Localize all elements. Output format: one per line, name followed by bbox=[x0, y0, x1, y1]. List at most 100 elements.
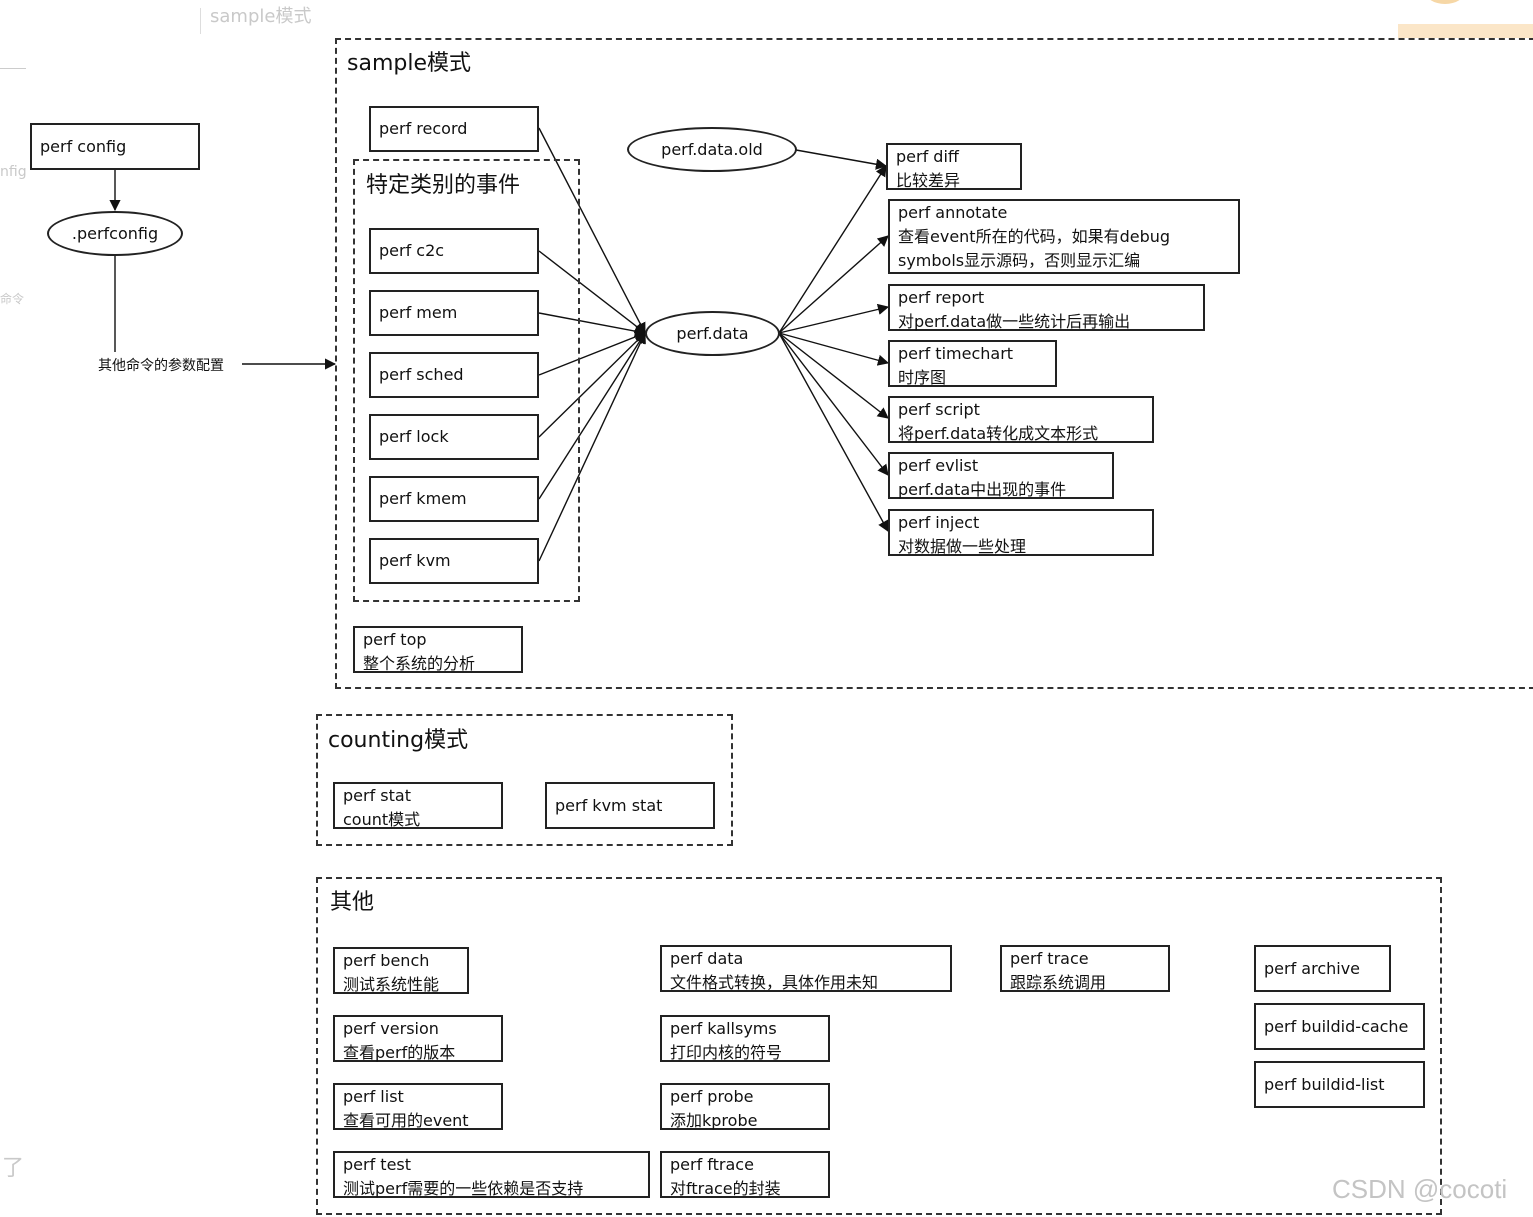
edge-data-to-evlist bbox=[778, 332, 889, 476]
background-text-fragment: sample模式 bbox=[210, 6, 312, 27]
perf-c2c-box: perf c2c bbox=[369, 228, 539, 274]
background-line bbox=[0, 68, 26, 69]
perf-probe-desc: 添加kprobe bbox=[670, 1111, 758, 1130]
perf-stat-desc: count模式 bbox=[343, 810, 421, 829]
perf-diff-desc: 比较差异 bbox=[896, 171, 961, 190]
perf-record-box: perf record bbox=[369, 106, 539, 152]
edge-c2c-to-data bbox=[538, 250, 646, 334]
specific-events-title: 特定类别的事件 bbox=[366, 173, 521, 198]
perf-kallsyms-desc: 打印内核的符号 bbox=[670, 1043, 783, 1062]
perf-evlist-desc: perf.data中出现的事件 bbox=[898, 480, 1067, 499]
edge-kvm-to-data bbox=[538, 331, 646, 562]
background-highlight-bar bbox=[1398, 24, 1533, 38]
perf-data-node: perf.data bbox=[645, 311, 780, 356]
specific-events-group bbox=[353, 159, 580, 602]
perf-evlist-box: perf evlist perf.data中出现的事件 bbox=[888, 452, 1114, 499]
edge-data-to-diff bbox=[778, 165, 887, 334]
perf-script-desc: 将perf.data转化成文本形式 bbox=[898, 424, 1099, 443]
perf-top-desc: 整个系统的分析 bbox=[363, 654, 476, 673]
edge-data-to-timechart bbox=[778, 332, 890, 366]
perf-version-desc: 查看perf的版本 bbox=[343, 1043, 456, 1062]
perf-bench-desc: 测试系统性能 bbox=[343, 975, 440, 994]
sample-mode-title: sample模式 bbox=[347, 51, 471, 76]
perf-stat-box: perf stat count模式 bbox=[333, 782, 503, 829]
perf-annotate-desc2: symbols显示源码，否则显示汇编 bbox=[898, 251, 1141, 270]
edge-data-to-report bbox=[778, 303, 890, 334]
csdn-watermark: CSDN @cocoti bbox=[1332, 1174, 1508, 1204]
perf-top-box: perf top 整个系统的分析 bbox=[353, 626, 523, 673]
perf-script-name: perf script bbox=[898, 400, 980, 419]
perf-data-convert-name: perf data bbox=[670, 949, 744, 968]
perf-evlist-name: perf evlist bbox=[898, 456, 979, 475]
perf-bench-name: perf bench bbox=[343, 951, 430, 970]
counting-mode-title: counting模式 bbox=[328, 728, 469, 753]
perf-data-convert-box: perf data 文件格式转换，具体作用未知 bbox=[660, 945, 952, 992]
perf-list-desc: 查看可用的event bbox=[343, 1111, 469, 1130]
background-line bbox=[200, 8, 201, 34]
edge-kmem-to-data bbox=[538, 332, 646, 500]
background-text-fragment: 了 bbox=[2, 1156, 25, 1181]
perf-annotate-name: perf annotate bbox=[898, 203, 1008, 222]
perf-top-name: perf top bbox=[363, 630, 427, 649]
perf-probe-box: perf probe 添加kprobe bbox=[660, 1083, 830, 1130]
perf-inject-box: perf inject 对数据做一些处理 bbox=[888, 509, 1154, 556]
perf-script-box: perf script 将perf.data转化成文本形式 bbox=[888, 396, 1154, 443]
edge-lock-to-data bbox=[538, 332, 646, 438]
perf-mem-box: perf mem bbox=[369, 290, 539, 336]
perf-kallsyms-box: perf kallsyms 打印内核的符号 bbox=[660, 1015, 830, 1062]
perf-archive-box: perf archive bbox=[1254, 945, 1391, 992]
perf-kvm-stat-box: perf kvm stat bbox=[545, 782, 715, 829]
perf-bench-box: perf bench 测试系统性能 bbox=[333, 947, 469, 994]
perf-trace-desc: 跟踪系统调用 bbox=[1010, 973, 1107, 992]
perfconfig-file-node: .perfconfig bbox=[47, 211, 183, 256]
perf-ftrace-name: perf ftrace bbox=[670, 1155, 754, 1174]
perf-kmem-box: perf kmem bbox=[369, 476, 539, 522]
perf-config-box: perf config bbox=[30, 123, 200, 170]
perf-timechart-name: perf timechart bbox=[898, 344, 1014, 363]
perf-test-desc: 测试perf需要的一些依赖是否支持 bbox=[343, 1179, 584, 1198]
perf-trace-name: perf trace bbox=[1010, 949, 1089, 968]
perf-report-box: perf report 对perf.data做一些统计后再输出 bbox=[888, 284, 1205, 331]
edge-data-to-script bbox=[778, 332, 889, 419]
perf-data-old-node: perf.data.old bbox=[627, 127, 797, 172]
perf-timechart-box: perf timechart 时序图 bbox=[888, 340, 1057, 387]
perf-trace-box: perf trace 跟踪系统调用 bbox=[1000, 945, 1170, 992]
perf-annotate-box: perf annotate 查看event所在的代码，如果有debug symb… bbox=[888, 199, 1240, 274]
perf-inject-name: perf inject bbox=[898, 513, 980, 532]
perf-probe-name: perf probe bbox=[670, 1087, 754, 1106]
perf-ftrace-desc: 对ftrace的封装 bbox=[670, 1179, 781, 1198]
background-text-fragment: 命令 bbox=[0, 292, 25, 306]
edge-data-to-inject bbox=[778, 332, 889, 532]
perf-version-box: perf version 查看perf的版本 bbox=[333, 1015, 503, 1062]
edge-data-to-annotate bbox=[778, 235, 889, 334]
perf-report-desc: 对perf.data做一些统计后再输出 bbox=[898, 312, 1131, 331]
perf-data-convert-desc: 文件格式转换，具体作用未知 bbox=[670, 973, 879, 992]
perf-stat-name: perf stat bbox=[343, 786, 411, 805]
edge-record-to-data bbox=[538, 127, 646, 334]
counting-mode-group bbox=[316, 714, 733, 846]
perf-timechart-desc: 时序图 bbox=[898, 368, 947, 387]
edge-sched-to-data bbox=[538, 331, 647, 376]
perf-report-name: perf report bbox=[898, 288, 985, 307]
edge-label-param-config: 其他命令的参数配置 bbox=[98, 358, 224, 374]
background-highlight-circle bbox=[1425, 0, 1465, 4]
perf-buildid-cache-box: perf buildid-cache bbox=[1254, 1003, 1425, 1050]
perf-inject-desc: 对数据做一些处理 bbox=[898, 537, 1027, 556]
edge-mem-to-data bbox=[538, 312, 647, 337]
perf-ftrace-box: perf ftrace 对ftrace的封装 bbox=[660, 1151, 830, 1198]
other-group-title: 其他 bbox=[330, 890, 375, 915]
other-group bbox=[316, 877, 1442, 1215]
perf-kvm-box: perf kvm bbox=[369, 538, 539, 584]
perf-buildid-list-box: perf buildid-list bbox=[1254, 1061, 1425, 1108]
perf-version-name: perf version bbox=[343, 1019, 439, 1038]
perf-list-box: perf list 查看可用的event bbox=[333, 1083, 503, 1130]
perf-kallsyms-name: perf kallsyms bbox=[670, 1019, 777, 1038]
perf-test-name: perf test bbox=[343, 1155, 412, 1174]
edge-old-to-diff bbox=[795, 149, 888, 170]
perf-annotate-desc: 查看event所在的代码，如果有debug bbox=[898, 227, 1171, 246]
perf-test-box: perf test 测试perf需要的一些依赖是否支持 bbox=[333, 1151, 650, 1198]
perf-diff-box: perf diff 比较差异 bbox=[886, 143, 1022, 190]
sample-mode-group bbox=[335, 38, 1533, 689]
perf-lock-box: perf lock bbox=[369, 414, 539, 460]
